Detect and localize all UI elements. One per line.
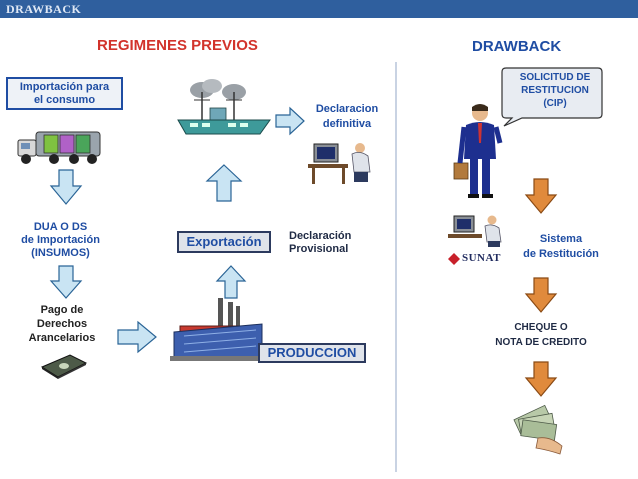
solicitud-label: SOLICITUD DE RESTITUCION (CIP) [519,72,591,109]
importacion-label: Importación para el consumo [19,81,110,106]
truck-icon [17,131,101,164]
exportacion-box: Exportación [177,231,271,253]
computer-operator-icon-right [448,215,502,247]
produccion-box: PRODUCCION [258,343,366,363]
cash-hand-icon [513,404,563,455]
factory-icon [170,298,266,361]
exportacion-label: Exportación [186,234,262,249]
computer-operator-icon [308,143,371,184]
arrow-up-1 [215,265,247,299]
businessman-icon [453,104,503,198]
dua-label: DUA O DS de Importación (INSUMOS) [21,221,100,259]
money-stack-icon [40,354,88,379]
arrow-down-2 [49,265,83,299]
header-bar: DRAWBACK [0,0,638,18]
sunat-label: SUNAT [462,252,501,264]
pago-label: Pago de Derechos Arancelarios [28,304,96,344]
importacion-box: Importación para el consumo [6,77,123,110]
arrow-down-1 [49,169,83,205]
declaracion-provisional-label: Declaración Provisional [289,230,352,255]
sistema-label: Sistema de Restitución [523,233,599,260]
produccion-label: PRODUCCION [267,345,357,360]
right-title: DRAWBACK [472,38,562,55]
orange-arrow-down-3 [524,361,558,397]
ship-icon [177,79,271,135]
orange-arrow-down-2 [524,277,558,313]
declaracion-definitiva-label: Declaracion definitiva [315,103,379,130]
orange-arrow-down-1 [524,178,558,214]
arrow-right-definitiva [275,106,305,136]
column-divider [395,62,397,472]
left-title: REGIMENES PREVIOS [97,37,258,54]
arrow-right-production [117,320,157,354]
arrow-up-2 [205,164,243,202]
header-title: DRAWBACK [6,2,82,16]
cheque-label: CHEQUE O NOTA DE CREDITO [495,322,587,348]
sunat-logo-icon [448,253,460,265]
callout-bubble [501,67,603,127]
